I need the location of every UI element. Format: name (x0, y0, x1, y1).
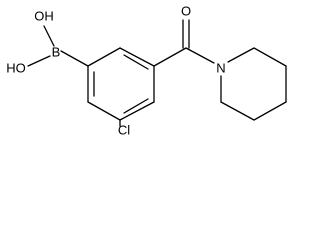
hydroxyl-left-label: HO (6, 61, 26, 76)
chlorine-label: Cl (118, 123, 130, 138)
ring-bond (119, 101, 155, 121)
boron-ho-bond (27, 55, 51, 67)
boron-oh-bond (43, 25, 55, 47)
ring-bond (87, 47, 121, 67)
ring-boron-bond (60, 50, 89, 67)
chloro-substituent: Cl (118, 119, 130, 138)
boronic-acid-group: B OH HO (6, 9, 89, 76)
boron-label: B (52, 45, 61, 60)
piperidine-ring: N (216, 47, 287, 121)
carbonyl-nitrogen-bond (185, 47, 215, 64)
piperidine-bond (227, 47, 255, 63)
benzene-ring (87, 47, 155, 121)
nitrogen-label: N (216, 61, 225, 76)
chemical-structure: B OH HO O N Cl (6, 4, 287, 138)
carbonyl-oxygen-label: O (181, 4, 191, 19)
ring-double-bond (123, 54, 149, 70)
ring-carbonyl-bond (153, 47, 187, 67)
carbonyl-group: O (153, 4, 215, 67)
ring-double-bond (123, 98, 149, 114)
ring-bond (119, 47, 155, 67)
hydroxyl-top-label: OH (34, 9, 54, 24)
piperidine-bond (253, 47, 287, 67)
piperidine-bond (220, 101, 255, 121)
ring-bond (87, 101, 121, 121)
piperidine-bond (253, 101, 287, 121)
